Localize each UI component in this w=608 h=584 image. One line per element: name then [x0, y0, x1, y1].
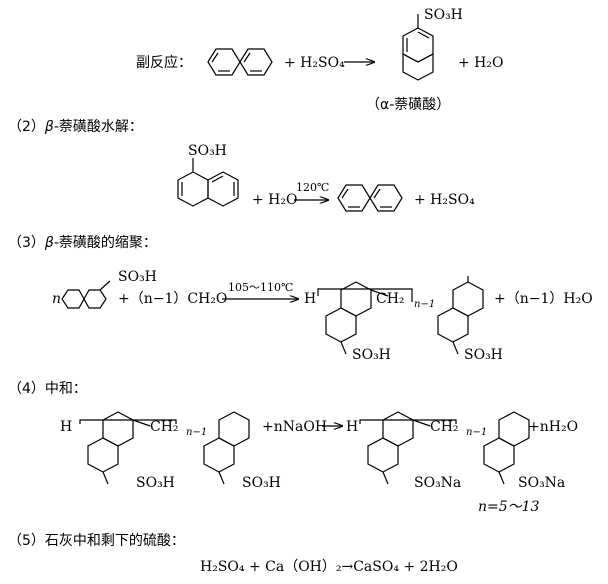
neutralization-so3na-a: SO₃Na [414, 475, 462, 491]
condensation-so3h-b: SO₃H [464, 347, 503, 363]
neutralization-ch2-right: CH₂ [430, 419, 459, 435]
condensation-reactant-so3h: SO₃H [118, 269, 157, 285]
neutralization-plus-water: +nH₂O [528, 419, 579, 435]
neutralization-right-unit-2 [483, 411, 530, 485]
hydrolysis-plus-h2so4: + H₂SO₄ [414, 192, 475, 208]
neutralization-so3h-a: SO₃H [136, 475, 175, 491]
neutralization-ch2-left: CH₂ [150, 419, 179, 435]
alpha-naphthalenesulfonic-acid [402, 14, 434, 81]
condensation-unit-1 [325, 281, 389, 355]
section-2-number: （2） [8, 119, 45, 135]
side-reaction-label: 副反应： [136, 55, 192, 71]
condensation-so3h-a: SO₃H [352, 347, 391, 363]
hydrolysis-product [337, 184, 403, 212]
section-2-heading: （2）β-萘磺酸水解： [8, 120, 143, 134]
neutralization-right-unit-1 [367, 411, 431, 485]
neutralization-so3h-b: SO₃H [242, 475, 281, 491]
lime-equation: H₂SO₄ + Ca（OH）₂→CaSO₄ + 2H₂O [200, 559, 458, 575]
alpha-product-name: （α-萘磺酸） [366, 97, 451, 113]
condensation-n: n [52, 291, 62, 307]
side-plus-h2so4: + H₂SO₄ [284, 55, 345, 71]
condensation-bracket [317, 288, 413, 302]
section-3-greek: β- [44, 235, 59, 251]
section-5-number: （5） [8, 533, 45, 549]
section-4-number: （4） [8, 381, 45, 397]
condensation-condition: 105～110℃ [228, 281, 294, 294]
side-product-so3h: SO₃H [424, 7, 463, 23]
neutralization-left-unit-1 [87, 411, 151, 485]
condensation-subscript: n−1 [414, 299, 436, 310]
hydrolysis-reactant [177, 158, 239, 207]
section-4-heading: （4）中和： [8, 382, 87, 396]
naphthalene-reactant [207, 48, 273, 76]
condensation-ch2: CH₂ [376, 291, 405, 307]
neutralization-sub-right: n−1 [466, 427, 488, 438]
neutralization-h-left: H [60, 419, 73, 435]
section-2-greek: β- [44, 119, 59, 135]
side-plus-h2o: + H₂O [458, 55, 504, 71]
neutralization-h-right: H [346, 419, 359, 435]
hydrolysis-so3h: SO₃H [188, 143, 227, 159]
section-5-heading: （5）石灰中和剩下的硫酸： [8, 534, 185, 548]
neutralization-left-unit-2 [203, 411, 250, 485]
neutralization-so3na-b: SO₃Na [518, 475, 566, 491]
section-2-label: 萘磺酸水解： [58, 119, 143, 135]
condensation-plus-ch2o: +（n−1）CH₂O [118, 291, 228, 307]
condensation-unit-2 [437, 276, 484, 355]
section-5-label: 石灰中和剩下的硫酸： [44, 533, 185, 549]
condensation-plus-water: +（n−1）H₂O [494, 291, 593, 307]
neutralization-plus-naoh: +nNaOH [262, 419, 328, 435]
section-3-heading: （3）β-萘磺酸的缩聚： [8, 236, 157, 250]
hydrolysis-condition: 120℃ [296, 181, 330, 194]
condensation-reactant [61, 280, 111, 309]
section-3-label: 萘磺酸的缩聚： [58, 235, 157, 251]
hydrolysis-plus-h2o: + H₂O [252, 192, 298, 208]
section-3-number: （3） [8, 235, 45, 251]
section-4-label: 中和： [44, 381, 87, 397]
condensation-h: H [304, 291, 317, 307]
neutralization-sub-left: n−1 [186, 427, 208, 438]
neutralization-n-range: n=5～13 [478, 499, 540, 515]
